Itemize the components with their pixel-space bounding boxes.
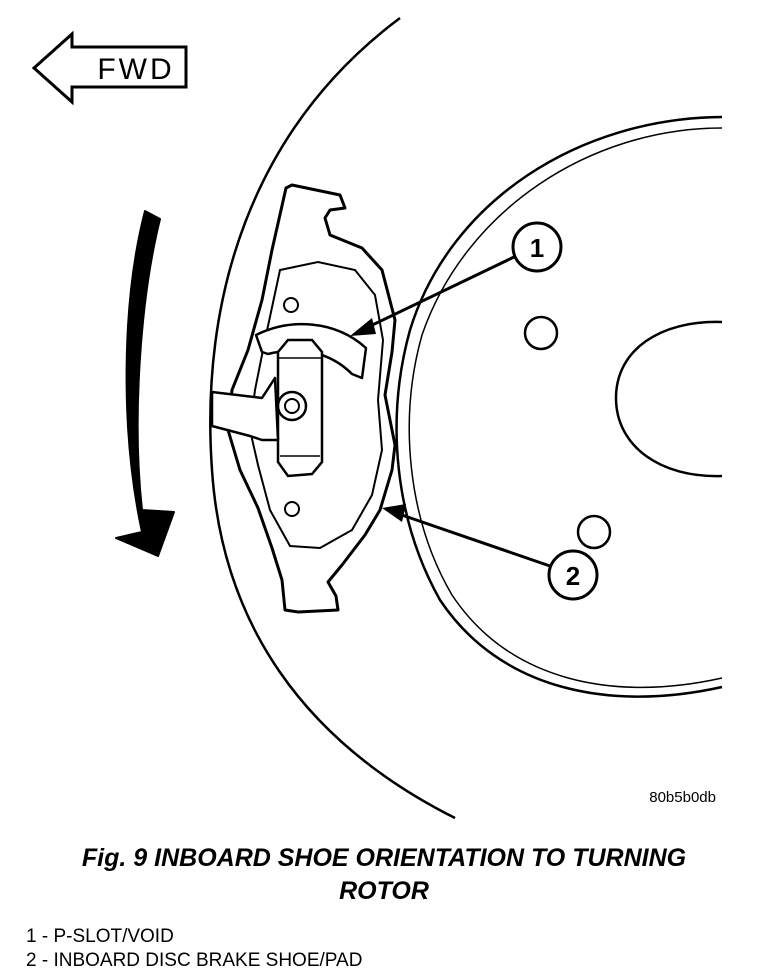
- lug-hole-upper: [523, 315, 559, 351]
- inboard-brake-shoe: [210, 183, 397, 614]
- fwd-label: FWD: [97, 53, 174, 86]
- pad-hole-upper: [283, 297, 299, 313]
- pad-hole-lower: [284, 501, 300, 517]
- callout-2-label: 2: [566, 561, 580, 591]
- leader-line-1: [350, 255, 515, 336]
- clip-rivet-inner: [284, 398, 300, 414]
- legend-item: 1 - P-SLOT/VOID: [26, 926, 174, 947]
- caption-line-2: ROTOR: [339, 877, 429, 905]
- rotor-outer-edge: [209, 16, 456, 820]
- callout-1-label: 1: [530, 233, 544, 263]
- rotor-hub-ring-inner: [408, 127, 723, 689]
- figure-caption: Fig. 9 INBOARD SHOE ORIENTATION TO TURNI…: [0, 842, 768, 908]
- rotor-hub-ring-outer: [395, 115, 723, 698]
- legend: 1 - P-SLOT/VOID 2 - INBOARD DISC BRAKE S…: [26, 925, 362, 973]
- fwd-arrow-outline: [31, 30, 188, 106]
- fwd-arrow: FWD: [31, 30, 188, 106]
- shoe-side-tab: [210, 376, 280, 442]
- rotation-arrow: [115, 210, 175, 557]
- callout-2: 2: [547, 549, 599, 601]
- leader-line-2: [382, 504, 551, 568]
- lug-hole-lower: [576, 514, 612, 550]
- image-code: 80b5b0db: [649, 789, 716, 806]
- callout-1: 1: [511, 221, 563, 273]
- caption-line-1: Fig. 9 INBOARD SHOE ORIENTATION TO TURNI…: [81, 844, 687, 872]
- hub-center-opening: [614, 320, 723, 478]
- legend-item: 2 - INBOARD DISC BRAKE SHOE/PAD: [26, 950, 363, 971]
- brake-diagram: FWD 1: [31, 16, 723, 820]
